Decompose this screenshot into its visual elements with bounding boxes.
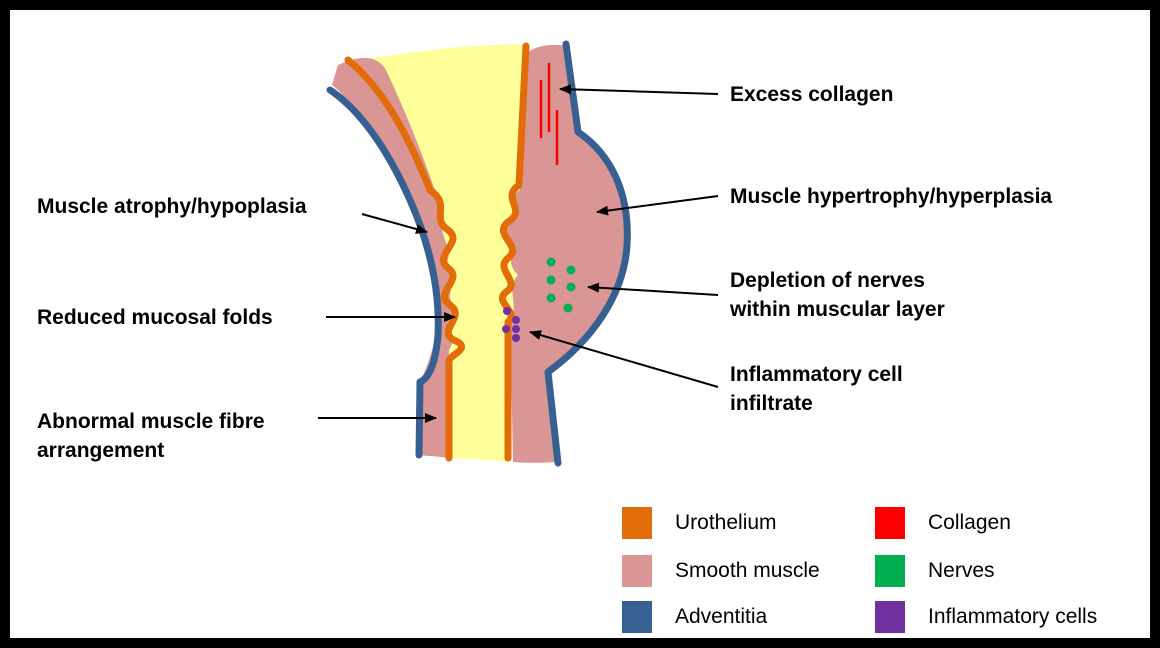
legend-swatch <box>622 555 652 587</box>
legend-item-nerves: Nerves <box>875 555 995 587</box>
label-reduced-folds: Reduced mucosal folds <box>37 303 273 332</box>
inflammatory-dot <box>503 307 511 315</box>
inflammatory-dot <box>512 334 520 342</box>
legend-swatch <box>875 555 905 587</box>
nerve-dot <box>547 294 556 303</box>
label-nerve-depletion: Depletion of nerves within muscular laye… <box>730 266 945 324</box>
legend-label: Urothelium <box>675 511 777 535</box>
legend-swatch <box>622 507 652 539</box>
legend-label: Inflammatory cells <box>928 605 1097 629</box>
legend-swatch <box>875 601 905 633</box>
inflammatory-dot <box>512 316 520 324</box>
nerve-dot <box>547 276 556 285</box>
legend-swatch <box>622 601 652 633</box>
nerve-dot <box>567 266 576 275</box>
legend-label: Smooth muscle <box>675 559 820 583</box>
label-muscle-hypertrophy: Muscle hypertrophy/hyperplasia <box>730 182 1052 211</box>
legend-item-inflammatory-cells: Inflammatory cells <box>875 601 1097 633</box>
nerve-dot <box>564 304 573 313</box>
legend-item-collagen: Collagen <box>875 507 1011 539</box>
legend-item-smooth-muscle: Smooth muscle <box>622 555 820 587</box>
inflammatory-dot <box>502 325 510 333</box>
nerve-dot <box>567 283 576 292</box>
inflammatory-dot <box>512 325 520 333</box>
legend-item-urothelium: Urothelium <box>622 507 777 539</box>
legend-label: Adventitia <box>675 605 767 629</box>
legend-label: Collagen <box>928 511 1011 535</box>
arrow-excess-collagen <box>560 89 718 94</box>
legend-swatch <box>875 507 905 539</box>
legend-item-adventitia: Adventitia <box>622 601 767 633</box>
label-inflammatory-infiltrate: Inflammatory cell infiltrate <box>730 360 903 418</box>
label-excess-collagen: Excess collagen <box>730 80 893 109</box>
nerve-dot <box>547 258 556 267</box>
legend-label: Nerves <box>928 559 995 583</box>
label-abnormal-fibre: Abnormal muscle fibre arrangement <box>37 407 265 465</box>
label-muscle-atrophy: Muscle atrophy/hypoplasia <box>37 192 307 221</box>
